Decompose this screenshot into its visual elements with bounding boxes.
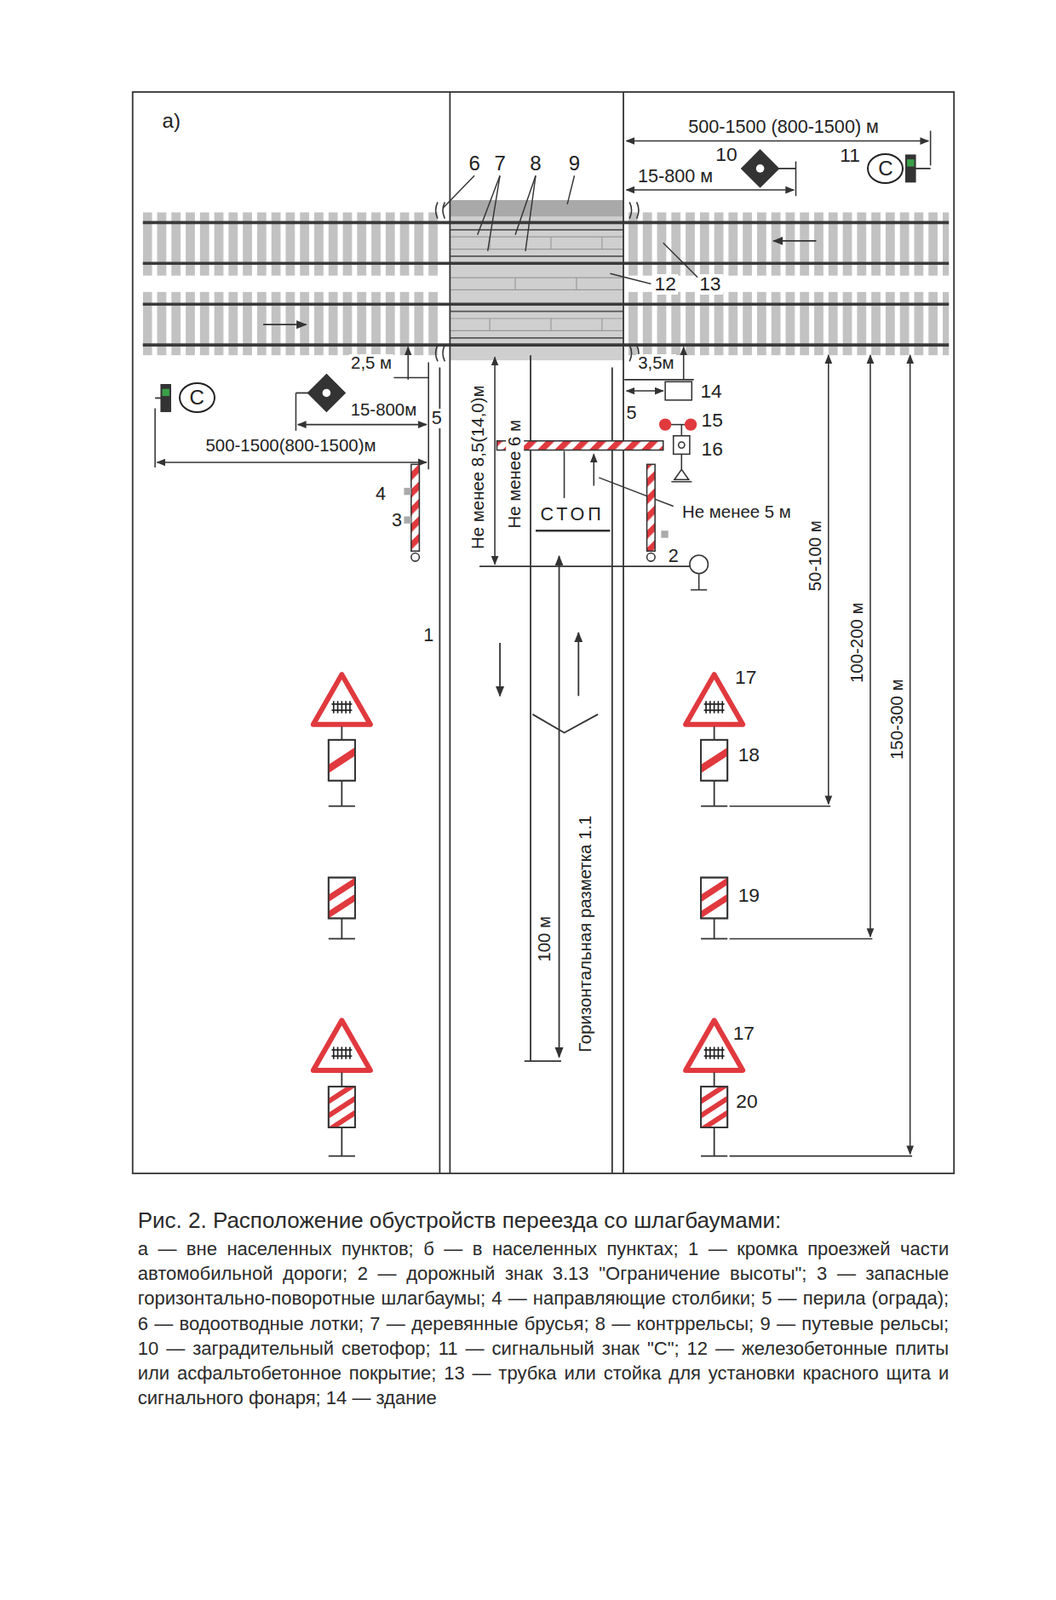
callout-number: 12 xyxy=(653,274,678,295)
callout-number: 4 xyxy=(373,484,388,505)
dimension-label: 500-1500(800-1500)м xyxy=(204,436,379,455)
dimension-label: 150-300 м xyxy=(887,677,906,762)
dimension-label: Не менее 8,5(14,0)м xyxy=(469,384,488,551)
sign-letter: С xyxy=(189,387,205,408)
road-signs xyxy=(313,674,743,1156)
dimension-label: 2,5 м xyxy=(349,354,394,373)
callout-number: 18 xyxy=(736,745,762,766)
figure-title: Рис. 2. Расположение обустройств переезд… xyxy=(137,1206,950,1235)
callout-number: 5 xyxy=(625,403,639,424)
callout-number: 17 xyxy=(733,667,758,689)
marking-label: Горизонтальная разметка 1.1 xyxy=(576,813,595,1054)
callout-number: 16 xyxy=(700,439,725,460)
callout-number: 8 xyxy=(528,152,543,174)
callout-number: 3 xyxy=(390,510,404,531)
dimension-label: 100-200 м xyxy=(848,601,867,686)
callout-number: 10 xyxy=(713,144,739,166)
panel-letter: а) xyxy=(160,109,183,132)
barriers xyxy=(403,381,708,590)
callout-number: 13 xyxy=(697,274,723,295)
signals xyxy=(154,149,931,412)
dimension-label: 15-800м xyxy=(349,401,419,419)
callout-number: 14 xyxy=(698,381,724,402)
callout-number: 11 xyxy=(837,145,862,167)
callout-number: 7 xyxy=(492,152,507,174)
callout-number: 2 xyxy=(666,546,681,567)
dimension-label: 15-800 м xyxy=(636,166,715,187)
dimension-label: 3,5м xyxy=(636,354,676,373)
dimension-lines xyxy=(154,131,931,1157)
dimension-label: 50-100 м xyxy=(806,518,825,593)
dimension-label: 500-1500 (800-1500) м xyxy=(686,117,881,138)
callout-number: 5 xyxy=(430,408,444,429)
callout-number: 20 xyxy=(734,1091,759,1113)
callout-number: 6 xyxy=(466,152,482,174)
figure-caption: а — вне населенных пунктов; б — в населе… xyxy=(137,1236,950,1412)
signal-sign-c: С xyxy=(866,153,904,184)
dimension-label: 100 м xyxy=(535,913,554,964)
callout-number: 15 xyxy=(700,410,725,431)
frame-and-road xyxy=(132,91,954,1174)
dimension-label: Не менее 6 м xyxy=(505,418,524,531)
track-area xyxy=(143,200,949,362)
road-marking-text: СТОП xyxy=(538,505,606,525)
callout-number: 17 xyxy=(731,1023,757,1045)
sign-letter: С xyxy=(878,158,893,179)
callout-number: 19 xyxy=(736,885,762,907)
callout-number: 9 xyxy=(567,152,582,174)
signal-sign-c: С xyxy=(178,382,216,414)
callout-number: 1 xyxy=(421,625,436,646)
dimension-label: Не менее 5 м xyxy=(680,503,793,522)
